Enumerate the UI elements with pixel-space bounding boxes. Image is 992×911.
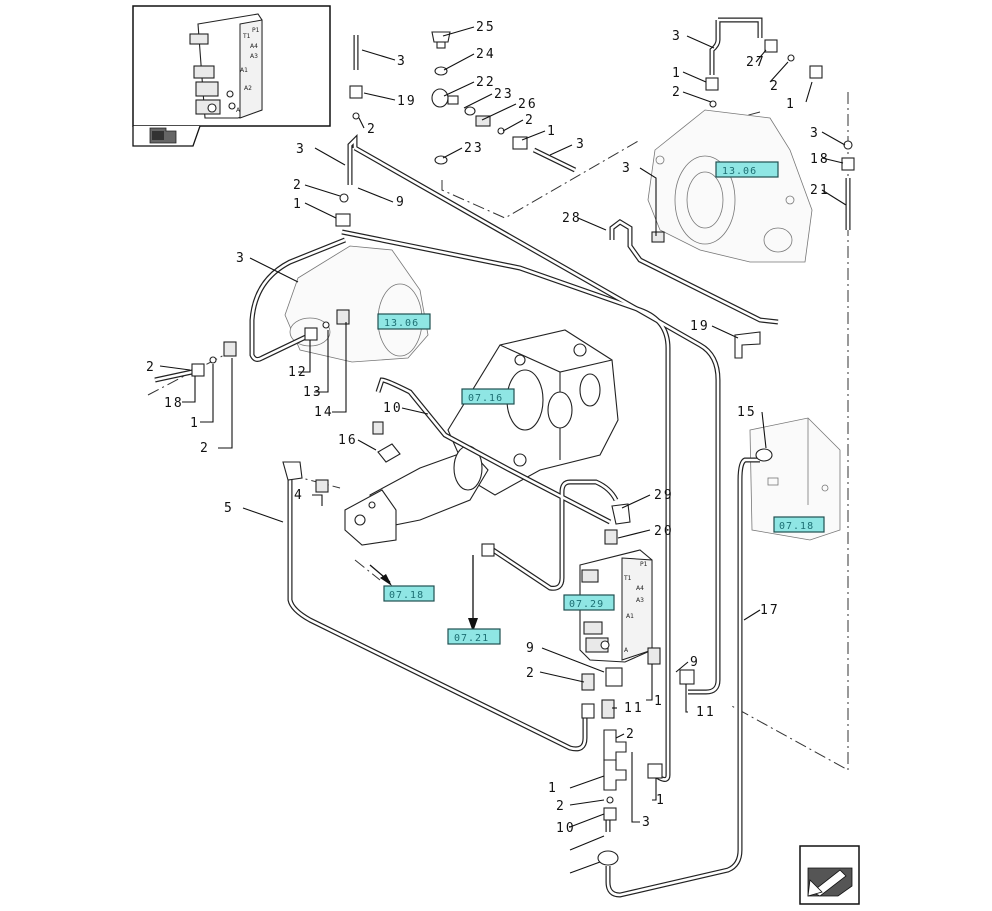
reference-labels: 13.06 13.06 07.16 07.18 07.29 07.18 07.2… — [377, 161, 825, 645]
callout-2-upper: 2 — [293, 178, 303, 193]
callout-20: 9 — [526, 641, 536, 656]
callout-2-mid-left: 13 — [303, 385, 323, 400]
ref-box-13-06-front[interactable]: 13.06 — [377, 313, 431, 330]
inset-port-a: A — [236, 107, 241, 114]
valve-block-right — [749, 417, 841, 541]
callout-1-lower-right: 1 — [656, 793, 666, 808]
callout-11-upper: 2 — [626, 727, 636, 742]
callout-2-right: 3 — [810, 126, 820, 141]
callout-5: 29 — [654, 488, 674, 503]
gear-pump — [344, 445, 489, 546]
valve-port-a4: A4 — [636, 585, 644, 592]
callout-19-column: 19 — [397, 94, 417, 109]
fittings — [191, 31, 855, 866]
callout-2-valve: 9 — [690, 655, 700, 670]
callout-29: 17 — [760, 603, 780, 618]
callout-18-tr: 3 — [622, 161, 632, 176]
callout-1-valve: 11 — [696, 705, 716, 720]
svg-text:07.18: 07.18 — [779, 521, 814, 532]
ref-box-07-18-left[interactable]: 07.18 — [383, 585, 435, 602]
callout-23-top: 23 — [494, 87, 514, 102]
control-valve-block: P1 T1 A4 A3 A1 A — [579, 549, 653, 663]
inset-port-t1: T1 — [242, 33, 251, 40]
callout-11-lower: 1 — [548, 781, 558, 796]
valve-port-a1: A1 — [626, 613, 634, 620]
ref-box-13-06-top[interactable]: 13.06 — [715, 161, 779, 178]
inset-port-p1: P1 — [252, 27, 260, 34]
transmission-pump-housing — [447, 329, 619, 496]
svg-text:07.18: 07.18 — [389, 590, 424, 601]
callout-4: 20 — [654, 524, 674, 539]
callout-1-right: 18 — [810, 152, 830, 167]
valve-port-a3: A3 — [636, 597, 644, 604]
ref-box-07-16[interactable]: 07.16 — [461, 388, 515, 405]
callout-3-far-left: 2 — [146, 360, 156, 375]
callout-3-tr: 3 — [672, 29, 682, 44]
inset-port-a2: A2 — [244, 85, 252, 92]
callout-1-lower: 10 — [556, 821, 576, 836]
callout-2-left: 1 — [190, 416, 200, 431]
valve-port-a: A — [624, 647, 629, 654]
callout-1-top: 1 — [547, 124, 557, 139]
ref-box-07-18-right[interactable]: 07.18 — [773, 516, 825, 533]
callout-2-lower: 2 — [556, 799, 566, 814]
gearbox-housing-top-right — [647, 109, 813, 263]
callout-25: 25 — [476, 20, 496, 35]
svg-text:07.16: 07.16 — [468, 393, 503, 404]
svg-text:13.06: 13.06 — [384, 318, 419, 329]
callout-2-top: 2 — [525, 113, 535, 128]
callout-9-valve: 1 — [654, 694, 664, 709]
valve-port-p1: P1 — [640, 561, 648, 568]
next-page-arrow-icon[interactable] — [799, 845, 860, 905]
hydraulic-pipes — [154, 17, 851, 898]
callout-2-column: 2 — [367, 122, 377, 137]
callout-12: 14 — [314, 405, 334, 420]
callout-18-left: 2 — [200, 441, 210, 456]
valve-port-t1: T1 — [623, 575, 632, 582]
ref-box-07-21[interactable]: 07.21 — [447, 628, 501, 645]
callout-3-column: 3 — [397, 54, 407, 69]
callout-26: 26 — [518, 97, 538, 112]
callout-17: 2 — [526, 666, 536, 681]
callout-10-right: 15 — [737, 405, 757, 420]
callout-2-tr: 2 — [672, 85, 682, 100]
callout-2-lower-right: 3 — [642, 815, 652, 830]
callout-3-left: 3 — [236, 251, 246, 266]
callout-3-right: 21 — [810, 183, 830, 198]
callout-28: 19 — [690, 319, 710, 334]
svg-text:07.21: 07.21 — [454, 633, 489, 644]
callout-numbers: 25 24 22 23 26 2 1 3 23 3 19 2 3 2 1 9 3… — [146, 20, 830, 836]
callout-23-bottom: 23 — [464, 141, 484, 156]
inset-valve-block: P1 T1 A4 A3 A1 A A2 — [189, 13, 263, 119]
inset-port-a1: A1 — [240, 67, 248, 74]
callout-9-upper: 9 — [396, 195, 406, 210]
callout-27: 1 — [786, 97, 796, 112]
callout-3-upper: 3 — [296, 142, 306, 157]
callout-15: 4 — [294, 488, 304, 503]
callout-1-tr: 1 — [672, 66, 682, 81]
ref-box-07-29[interactable]: 07.29 — [563, 594, 615, 611]
callout-13: 10 — [383, 401, 403, 416]
callout-14: 16 — [338, 433, 358, 448]
inset-nav-arrow-icon[interactable] — [149, 127, 177, 144]
callout-9-lower: 11 — [624, 701, 644, 716]
inset-panel: P1 T1 A4 A3 A1 A A2 — [132, 5, 331, 147]
svg-text:13.06: 13.06 — [722, 166, 757, 177]
callout-24: 24 — [476, 47, 496, 62]
callout-1-upper: 1 — [293, 197, 303, 212]
callout-16: 5 — [224, 501, 234, 516]
callout-leaders — [159, 26, 847, 874]
inset-port-a4: A4 — [250, 43, 258, 50]
callout-2-tr2: 2 — [770, 79, 780, 94]
callout-21: 28 — [562, 211, 582, 226]
callout-19-left: 18 — [164, 396, 184, 411]
callout-3-top: 3 — [576, 137, 586, 152]
svg-text:07.29: 07.29 — [569, 599, 604, 610]
callout-1-mid-left: 12 — [288, 365, 308, 380]
callout-1-tr2: 27 — [746, 55, 766, 70]
callout-22: 22 — [476, 75, 496, 90]
inset-port-a3: A3 — [250, 53, 258, 60]
flywheel-housing-left — [284, 245, 429, 363]
